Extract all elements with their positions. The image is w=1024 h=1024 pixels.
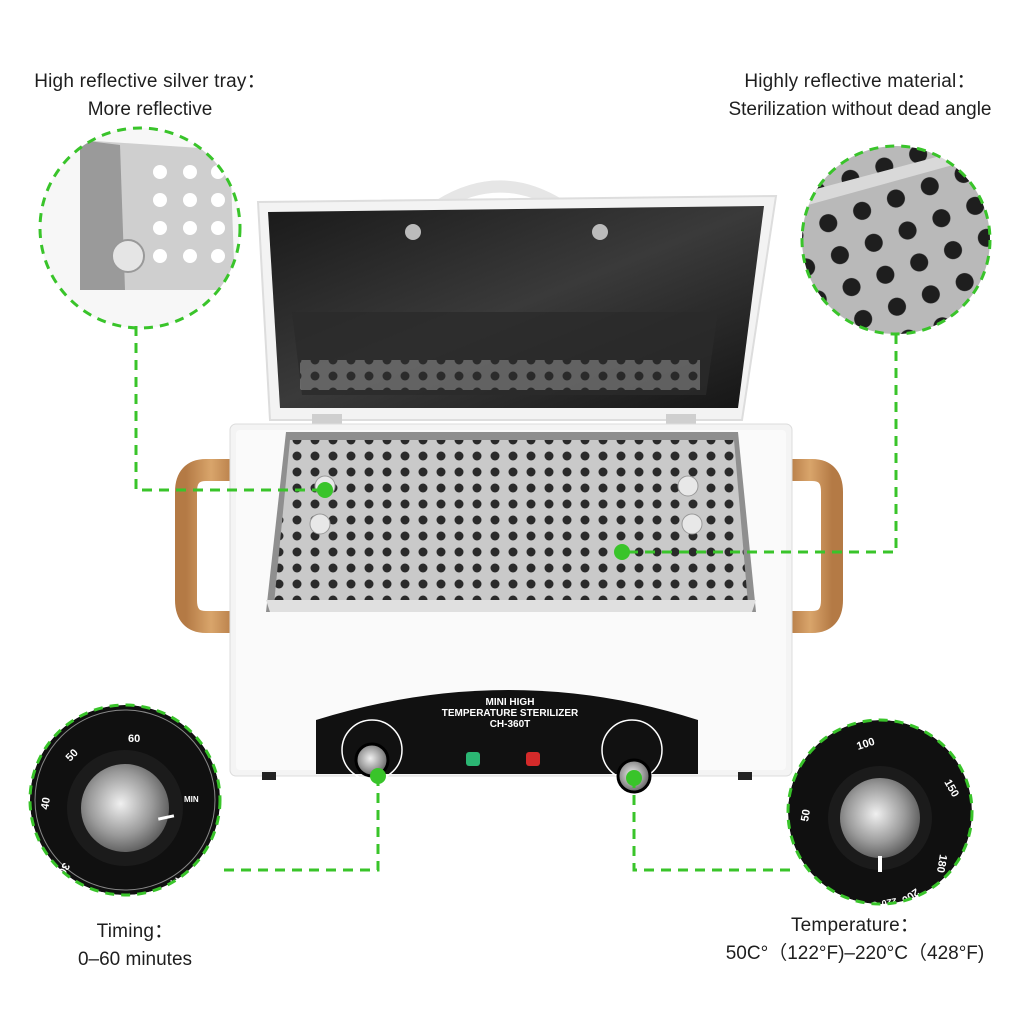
callout-temperature: Temperature： 50C°（122°F)–220°C（428°F) xyxy=(690,912,1020,968)
temp-tick-220: 220°C xyxy=(870,896,897,910)
lid-screw-right xyxy=(592,224,608,240)
lid xyxy=(256,194,778,421)
callout-timing-subtitle: 0–60 minutes xyxy=(77,949,193,970)
callout-timing-title: Timing： xyxy=(96,921,174,942)
callout-material: Highly reflective material： Sterilizatio… xyxy=(700,68,1020,124)
callout-dots xyxy=(317,482,642,786)
callout-temperature-subtitle: 50C°（122°F)–220°C（428°F) xyxy=(725,943,985,964)
panel-line3: CH-360T xyxy=(490,719,531,730)
zoom-tray xyxy=(38,126,242,330)
zoom-timer-dial: 40 50 60 MIN 10 20 30 xyxy=(28,703,222,903)
callout-material-title: Highly reflective material： xyxy=(744,71,976,92)
timer-tick-40: 40 xyxy=(39,796,53,810)
callout-timing: Timing： 0–60 minutes xyxy=(40,918,230,974)
lid-screw-left xyxy=(405,224,421,240)
panel-line2: TEMPERATURE STERILIZER xyxy=(442,708,579,719)
right-wood-handle xyxy=(777,459,843,633)
indicator-light-green xyxy=(466,752,480,766)
zoom-material xyxy=(800,144,992,336)
temp-tick-180: 180 xyxy=(934,853,949,873)
callout-material-subtitle: Sterilization without dead angle xyxy=(728,99,992,120)
timer-tick-min: MIN xyxy=(184,795,199,804)
timer-tick-20: 20 xyxy=(91,889,105,903)
timer-tick-30: 30 xyxy=(55,861,72,878)
callout-tray-title: High reflective silver tray： xyxy=(34,71,266,92)
temp-tick-100: 100 xyxy=(855,736,876,753)
callout-tray: High reflective silver tray： More reflec… xyxy=(10,68,290,124)
temp-tick-50: 50 xyxy=(799,808,813,822)
timer-tick-10: 10 xyxy=(167,876,184,893)
panel-line1: MINI HIGH xyxy=(486,697,535,708)
callout-tray-subtitle: More reflective xyxy=(87,99,213,120)
zoom-temperature-dial: 50 100 150 180 200 220°C xyxy=(786,718,974,910)
callout-temperature-title: Temperature： xyxy=(790,915,920,936)
timer-tick-60: 60 xyxy=(128,733,140,745)
connector-lines xyxy=(134,326,898,872)
indicator-light-red xyxy=(526,752,540,766)
device-body xyxy=(229,423,793,777)
control-panel: MINI HIGH TEMPERATURE STERILIZER CH-360T xyxy=(262,690,752,794)
perforated-tray xyxy=(274,440,748,604)
left-wood-handle xyxy=(175,459,247,633)
